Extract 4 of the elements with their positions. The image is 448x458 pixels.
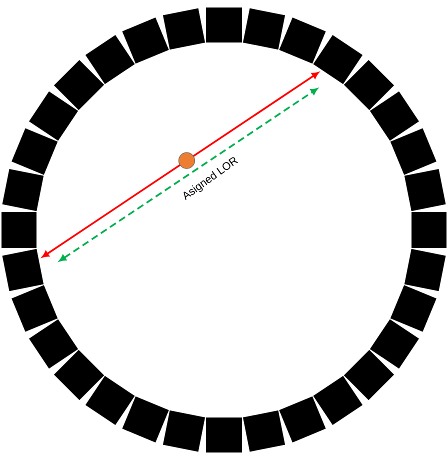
double-arrow (42, 72, 319, 258)
detector-block (313, 35, 363, 84)
double-arrow (59, 88, 318, 262)
detector-block (2, 248, 44, 292)
